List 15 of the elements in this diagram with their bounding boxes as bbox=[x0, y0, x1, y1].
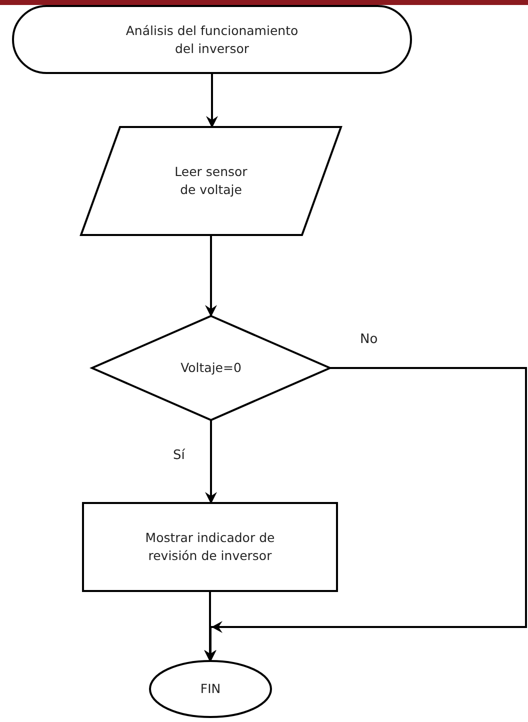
end-terminal bbox=[150, 661, 271, 717]
node-label: Análisis del funcionamiento del inversor bbox=[124, 22, 300, 58]
node-label: Mostrar indicador de revisión de inversor bbox=[144, 529, 276, 565]
arrow bbox=[204, 367, 527, 662]
node-label: Leer sensor de voltaje bbox=[174, 163, 248, 199]
decision-diamond bbox=[92, 316, 330, 420]
node-label: FIN bbox=[200, 680, 221, 698]
node-label: Voltaje=0 bbox=[180, 359, 242, 377]
arrow bbox=[204, 591, 216, 662]
arrow bbox=[206, 73, 218, 128]
start-terminal bbox=[13, 6, 411, 73]
input-parallelogram bbox=[81, 127, 341, 235]
process-box bbox=[83, 503, 337, 591]
arrow bbox=[205, 235, 217, 317]
arrow bbox=[205, 420, 217, 504]
